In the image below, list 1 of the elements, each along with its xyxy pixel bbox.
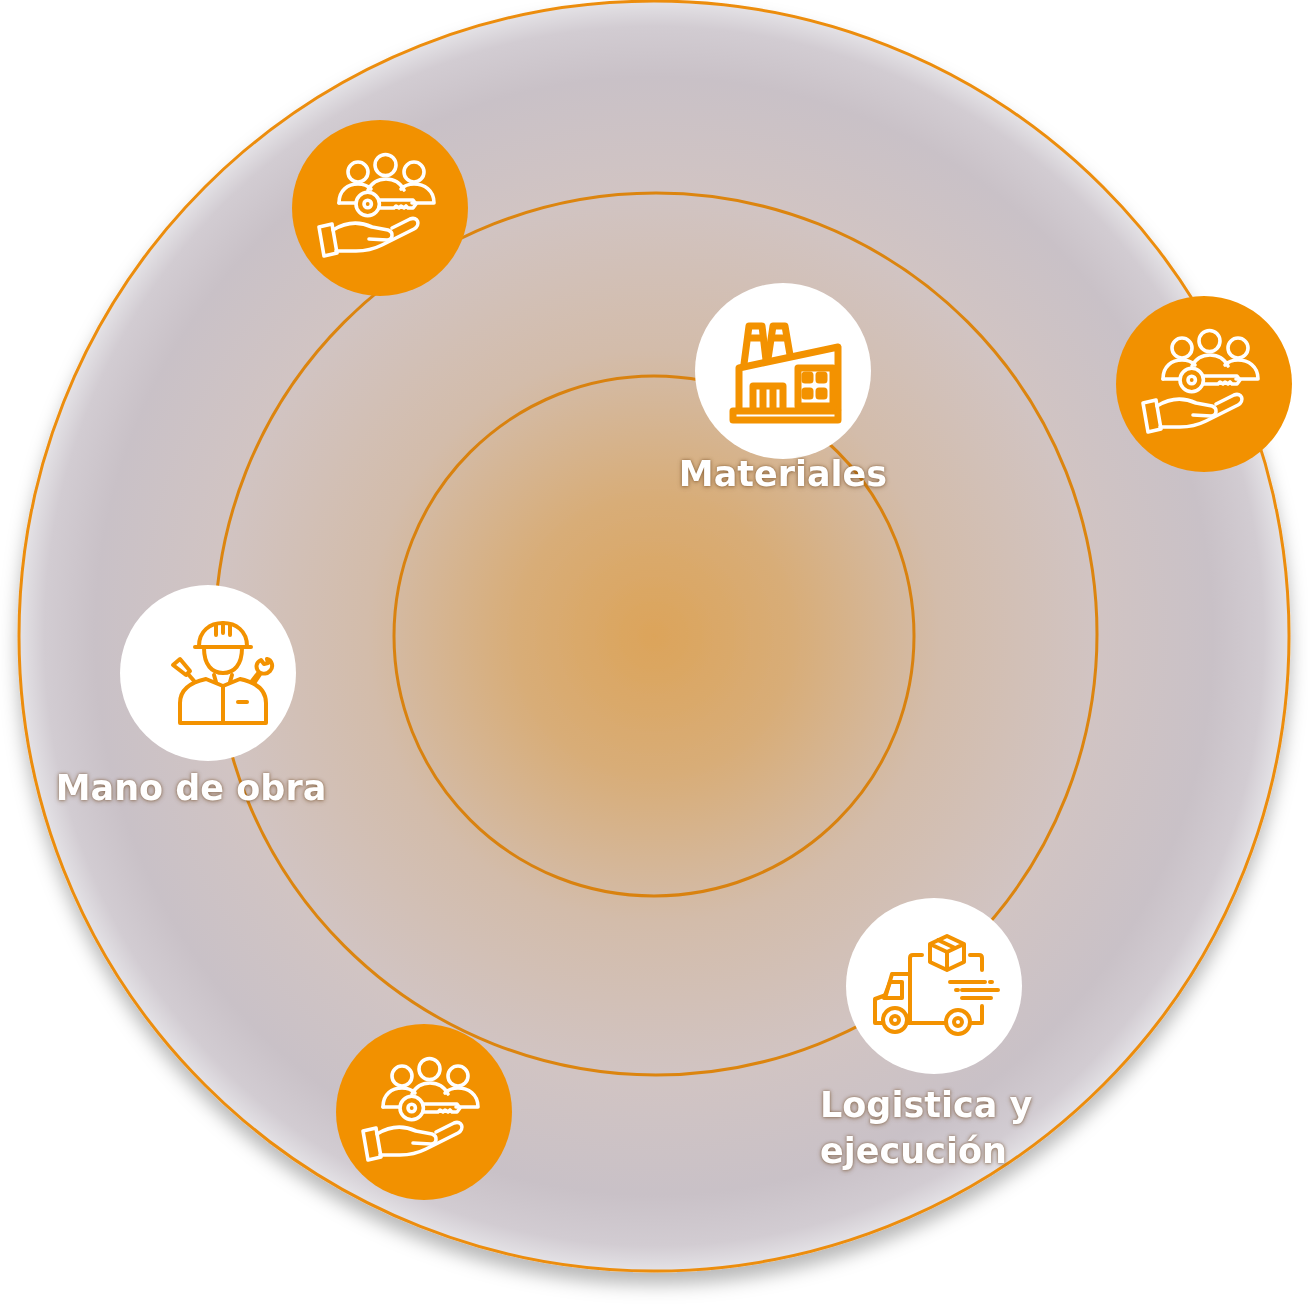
category-label: Logistica y ejecución xyxy=(820,1084,1034,1173)
